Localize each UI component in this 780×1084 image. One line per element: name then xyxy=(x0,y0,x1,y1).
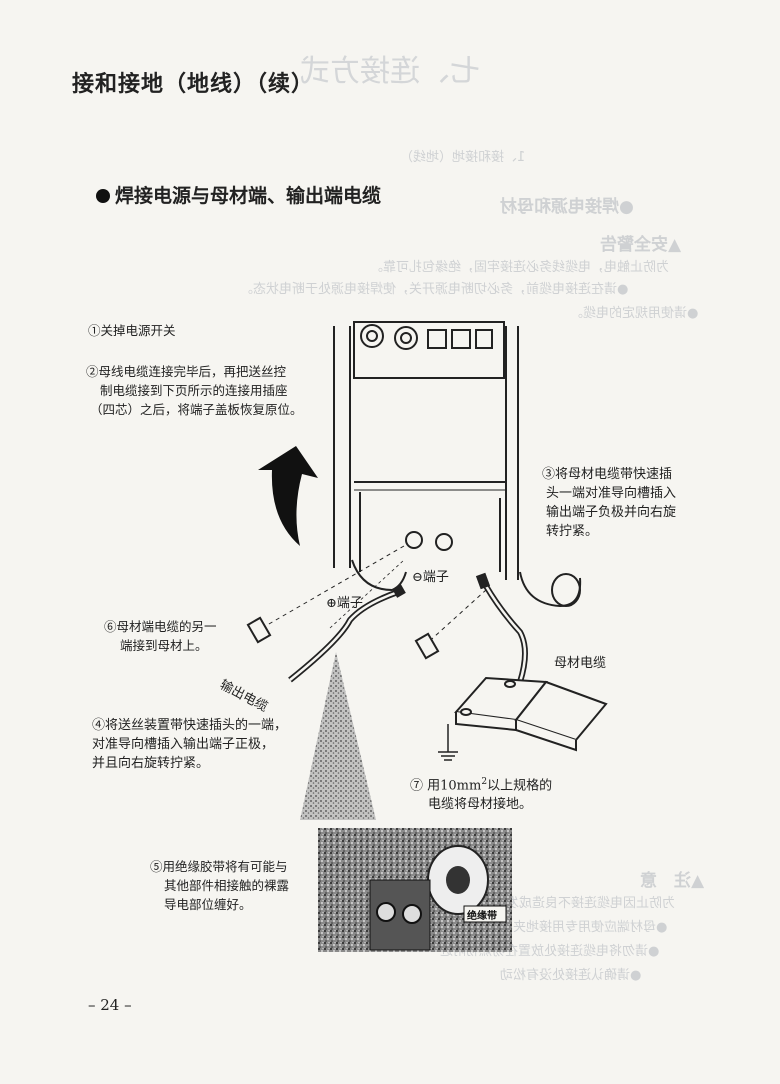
step-5: ⑤用绝缘胶带将有可能与 其他部件相接触的裸露 导电部位缠好。 xyxy=(150,857,289,914)
step-7-line2: 电缆将母材接地。 xyxy=(428,797,533,813)
step-5-line: ⑤用绝缘胶带将有可能与 xyxy=(150,859,288,874)
step-4-line: ④将送丝装置带快速插头的一端， xyxy=(92,718,288,733)
step-2: ②母线电缆连接完毕后，再把送丝控 制电缆接到下页所示的连接用插座 （四芯）之后，… xyxy=(86,362,303,419)
step-7-sup: 2 xyxy=(481,777,488,787)
step-6-line: 端接到母材上。 xyxy=(120,638,208,653)
lift-cover-arrow xyxy=(258,446,318,546)
base-cable-label: 母材电缆 xyxy=(554,656,607,671)
step-7-prefix: ⑦ 用10mm xyxy=(410,778,482,794)
insulation-tape-detail xyxy=(318,828,512,952)
bolt-right xyxy=(414,632,440,660)
step-2-line: ②母线电缆连接完毕后，再把送丝控 xyxy=(86,364,287,379)
section-title: 焊接电源与母材端、输出端电缆 xyxy=(96,181,381,208)
bolt-left xyxy=(246,616,272,644)
base-metal xyxy=(454,676,608,752)
step-5-line: 其他部件相接触的裸露 xyxy=(164,878,290,893)
step-3-line: ③将母材电缆带快速插 xyxy=(542,467,673,482)
zoom-cone xyxy=(300,652,376,820)
step-2-line: 制电缆接到下页所示的连接用插座 xyxy=(100,383,288,398)
welding-power-source xyxy=(333,321,582,608)
step-3-line: 输出端子负极并向右旋 xyxy=(546,505,677,520)
terminal-plus-label: ⊕端子 xyxy=(326,596,363,611)
step-3-line: 头一端对准导向槽插入 xyxy=(546,486,677,501)
output-terminals xyxy=(405,531,453,551)
step-4-line: 并且向右旋转拧紧。 xyxy=(92,756,210,771)
step-1: ①关掉电源开关 xyxy=(88,323,176,338)
step-4: ④将送丝装置带快速插头的一端， 对准导向槽插入输出端子正极， 并且向右旋转拧紧。 xyxy=(92,716,287,773)
tape-label: 绝缘带 xyxy=(467,911,497,922)
base-metal-cable xyxy=(483,584,528,683)
page-title: 接和接地（地线）（续） xyxy=(72,72,315,97)
ground-icon xyxy=(438,724,458,761)
step-4-line: 对准导向槽插入输出端子正极， xyxy=(92,737,275,752)
step-3-line: 转拧紧。 xyxy=(546,524,599,539)
step-3: ③将母材电缆带快速插 头一端对准导向槽插入 输出端子负极并向右旋 转拧紧。 xyxy=(542,465,676,541)
section-title-text: 焊接电源与母材端、输出端电缆 xyxy=(115,185,382,207)
bullet-icon xyxy=(96,189,110,203)
terminal-minus-label: ⊖端子 xyxy=(412,570,449,585)
page-number: – 24 – xyxy=(88,996,132,1014)
step-6-line: ⑥母材端电缆的另一 xyxy=(104,619,217,634)
step-6: ⑥母材端电缆的另一 端接到母材上。 xyxy=(104,617,217,655)
step-5-line: 导电部位缠好。 xyxy=(164,897,252,912)
panel-icons xyxy=(360,324,493,350)
step-7-suffix: 以上规格的 xyxy=(487,778,553,794)
step-2-line: （四芯）之后，将端子盖板恢复原位。 xyxy=(90,402,303,417)
step-7: ⑦ 用10mm2以上规格的 电缆将母材接地。 xyxy=(410,773,552,814)
